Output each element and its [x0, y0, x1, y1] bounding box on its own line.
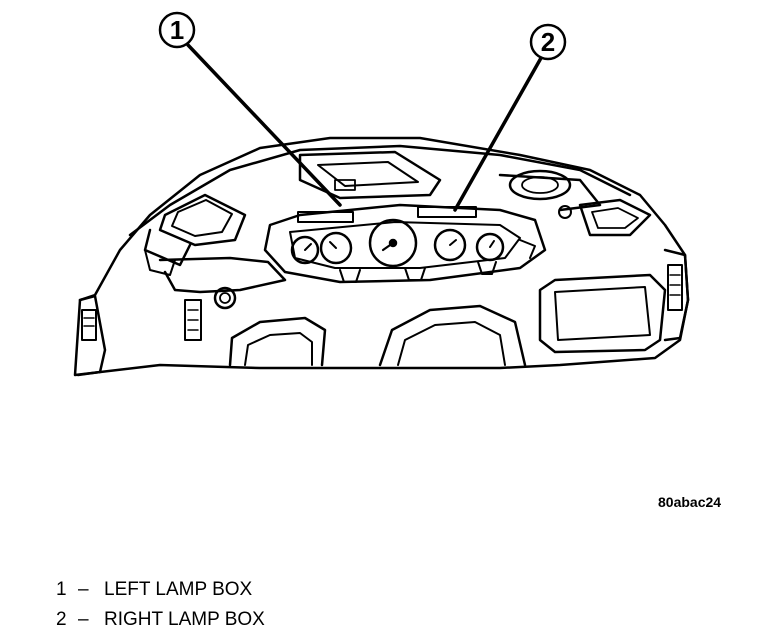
dashboard-outline: [73, 136, 690, 377]
callout-2-circle: [529, 23, 567, 61]
callout-2: 2: [453, 23, 567, 212]
mount-clip-3: [477, 261, 497, 275]
callout-2-number: 2: [541, 27, 555, 57]
steering-column-opening: [228, 316, 327, 367]
right-upper-speaker: [508, 169, 572, 201]
right-end-panel: [663, 248, 690, 342]
left-vent-slot: [81, 309, 97, 341]
dashboard-top-edge: [128, 144, 632, 237]
right-lamp-box-shape: [417, 206, 477, 218]
legend-item-2: 2 – RIGHT LAMP BOX: [56, 605, 265, 635]
cluster-housing: [263, 203, 547, 284]
figure-id: 80abac24: [658, 494, 722, 510]
legend-label: LEFT LAMP BOX: [104, 579, 253, 600]
left-end-panel: [76, 294, 107, 377]
callout-1-circle: [158, 11, 196, 49]
gauge-far-right: [475, 232, 505, 262]
legend-number: 1: [56, 579, 67, 600]
legend: 1 – LEFT LAMP BOX 2 – RIGHT LAMP BOX: [56, 575, 265, 635]
gauge-speedometer: [368, 218, 418, 268]
callout-1-leader: [186, 43, 342, 207]
gauge-left: [319, 231, 353, 265]
mount-clip-4: [519, 239, 536, 259]
left-side-vent: [184, 299, 202, 341]
gauge-right: [433, 228, 467, 262]
right-end-vent: [667, 264, 683, 311]
mount-clip-2: [404, 267, 426, 281]
glovebox-door: [538, 273, 667, 354]
callout-1-number: 1: [170, 15, 184, 45]
legend-separator: –: [78, 609, 89, 630]
left-speaker-block: [158, 193, 247, 247]
gauge-far-left: [290, 235, 320, 265]
center-defroster-box: [298, 150, 442, 200]
legend-separator: –: [78, 579, 89, 600]
legend-item-1: 1 – LEFT LAMP BOX: [56, 575, 265, 605]
center-knee-opening: [378, 304, 527, 367]
legend-label: RIGHT LAMP BOX: [104, 609, 265, 630]
mount-clip-1: [339, 269, 361, 283]
left-lamp-box-shape: [297, 211, 354, 223]
lower-left-panel: [158, 256, 287, 294]
callout-1: 1: [158, 11, 342, 207]
legend-number: 2: [56, 609, 67, 630]
left-round-vent: [213, 286, 237, 310]
right-vent: [578, 198, 652, 237]
callout-2-leader: [453, 56, 543, 212]
